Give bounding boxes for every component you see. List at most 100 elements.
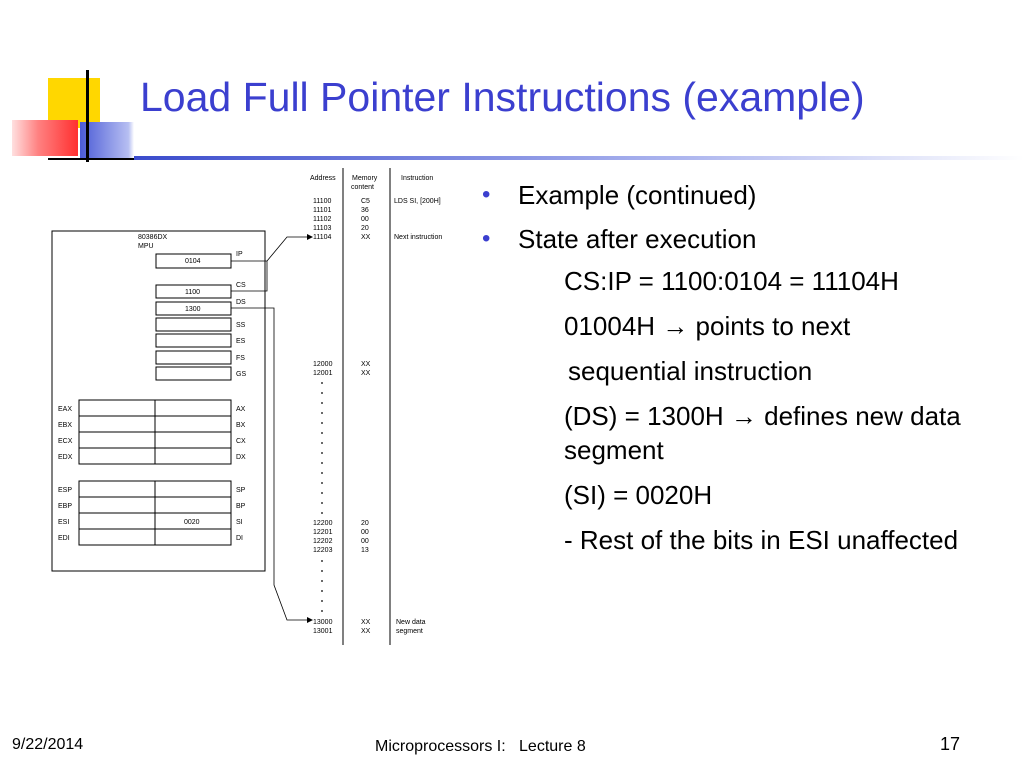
cs-value: 1100 xyxy=(185,289,200,296)
memory-row: 12202 00 xyxy=(313,538,369,545)
slide-title: Load Full Pointer Instructions (example) xyxy=(140,74,865,120)
title-decoration-line xyxy=(48,158,134,160)
si-value: 0020 xyxy=(184,519,200,526)
title-decoration-yellow xyxy=(48,78,100,128)
ds-pointer-arrow xyxy=(231,307,307,621)
memory-address: 11104 xyxy=(313,234,332,241)
memory-instruction: New data xyxy=(396,619,426,626)
sub-bullet-text: sequential instruction xyxy=(568,356,813,386)
dx-label: DX xyxy=(236,454,246,461)
memory-content: 13 xyxy=(361,547,369,554)
memory-instruction: Next instruction xyxy=(394,234,442,241)
fs-label: FS xyxy=(236,355,245,362)
bullet-icon: • xyxy=(482,225,491,252)
memory-instruction: LDS SI, [200H] xyxy=(394,198,441,205)
gs-register xyxy=(155,366,232,381)
di-label: DI xyxy=(236,535,243,542)
cs-label: CS xyxy=(236,282,246,289)
memory-address: 12200 xyxy=(313,520,333,527)
ecx-label: ECX xyxy=(58,438,73,445)
sub-bullet-text: (SI) = 0020H xyxy=(564,480,713,510)
arrow-head xyxy=(307,234,313,240)
title-decoration-line xyxy=(86,70,89,162)
memory-address: 11102 xyxy=(313,216,332,223)
ss-label: SS xyxy=(236,322,246,329)
si-label: SI xyxy=(236,519,243,526)
edi-label: EDI xyxy=(58,535,70,542)
memory-content: 20 xyxy=(361,225,369,232)
gs-label: GS xyxy=(236,371,246,378)
memory-content: 00 xyxy=(361,216,369,223)
arrow-head xyxy=(307,617,313,623)
bullet-text: Example (continued) xyxy=(518,180,757,210)
memory-register-diagram: Address Memory content Instruction 11100… xyxy=(51,168,442,645)
title-decoration-blue xyxy=(80,122,134,160)
title-decoration-red xyxy=(12,120,78,156)
memory-address: 11100 xyxy=(313,198,332,205)
ip-pointer-arrow xyxy=(231,260,268,292)
memory-row: 12000 XX xyxy=(313,361,371,368)
ds-value: 1300 xyxy=(185,306,201,313)
fs-register xyxy=(155,350,232,365)
bullet-text: State after execution xyxy=(518,224,757,254)
edx-label: EDX xyxy=(58,454,73,461)
memory-row: 11101 36 xyxy=(313,207,369,214)
memory-address: 12201 xyxy=(313,529,333,536)
memory-content: C5 xyxy=(361,198,370,205)
memory-address: 11103 xyxy=(313,225,332,232)
ds-label: DS xyxy=(236,299,246,306)
esp-label: ESP xyxy=(58,487,72,494)
es-label: ES xyxy=(236,338,246,345)
esi-label: ESI xyxy=(58,519,69,526)
mpu-label: MPU xyxy=(138,243,154,250)
memory-row: 11104 XX Next instruction xyxy=(313,234,442,241)
slide-content: • Example (continued) • State after exec… xyxy=(482,178,1002,557)
cs-register xyxy=(155,284,232,299)
memory-address: 12000 xyxy=(313,361,333,368)
memory-address: 11101 xyxy=(313,207,332,214)
memory-address: 12203 xyxy=(313,547,333,554)
memory-address: 13000 xyxy=(313,619,333,626)
memory-row: 13000 XX New data xyxy=(313,619,426,626)
sub-bullet-text: (DS) = 1300H → defines new data segment xyxy=(564,401,961,465)
cx-label: CX xyxy=(236,438,246,445)
ebx-label: EBX xyxy=(58,422,72,429)
bullet-item: • Example (continued) xyxy=(482,178,1002,212)
title-rule xyxy=(134,156,1024,160)
bullet-icon: • xyxy=(482,181,491,208)
memory-row: 12001 XX xyxy=(313,370,371,377)
memory-address: 13001 xyxy=(313,628,333,635)
memory-content: XX xyxy=(361,619,371,626)
ss-register xyxy=(155,317,232,332)
bp-label: BP xyxy=(236,503,246,510)
header-memory-content: content xyxy=(351,184,374,191)
memory-instruction: segment xyxy=(396,628,423,635)
memory-address: 12202 xyxy=(313,538,333,545)
sp-label: SP xyxy=(236,487,246,494)
memory-content: 00 xyxy=(361,529,369,536)
memory-ellipsis xyxy=(321,382,323,612)
ip-value: 0104 xyxy=(185,258,201,265)
memory-row: 12203 13 xyxy=(313,547,369,554)
memory-content: 20 xyxy=(361,520,369,527)
header-instruction: Instruction xyxy=(401,175,433,182)
ip-pointer-arrow xyxy=(266,236,307,262)
memory-row: 11102 00 xyxy=(313,216,369,223)
sub-bullet-text: - Rest of the bits in ESI unaffected xyxy=(564,525,959,555)
memory-content: 36 xyxy=(361,207,369,214)
footer-course: Microprocessors I: Lecture 8 xyxy=(375,738,586,755)
bx-label: BX xyxy=(236,422,246,429)
ip-label: IP xyxy=(236,251,243,258)
memory-content: XX xyxy=(361,361,371,368)
sub-bullet-text: 01004H → points to next xyxy=(564,311,851,341)
memory-row: 13001 XX segment xyxy=(313,628,423,635)
bullet-item: • State after execution xyxy=(482,222,1002,256)
header-memory: Memory xyxy=(352,175,378,182)
memory-address: 12001 xyxy=(313,370,333,377)
ebp-label: EBP xyxy=(58,503,72,510)
footer-page-number: 17 xyxy=(940,734,961,754)
memory-content: XX xyxy=(361,628,371,635)
eax-label: EAX xyxy=(58,406,72,413)
footer-date: 9/22/2014 xyxy=(12,736,84,753)
mpu-label: 80386DX xyxy=(138,234,168,241)
